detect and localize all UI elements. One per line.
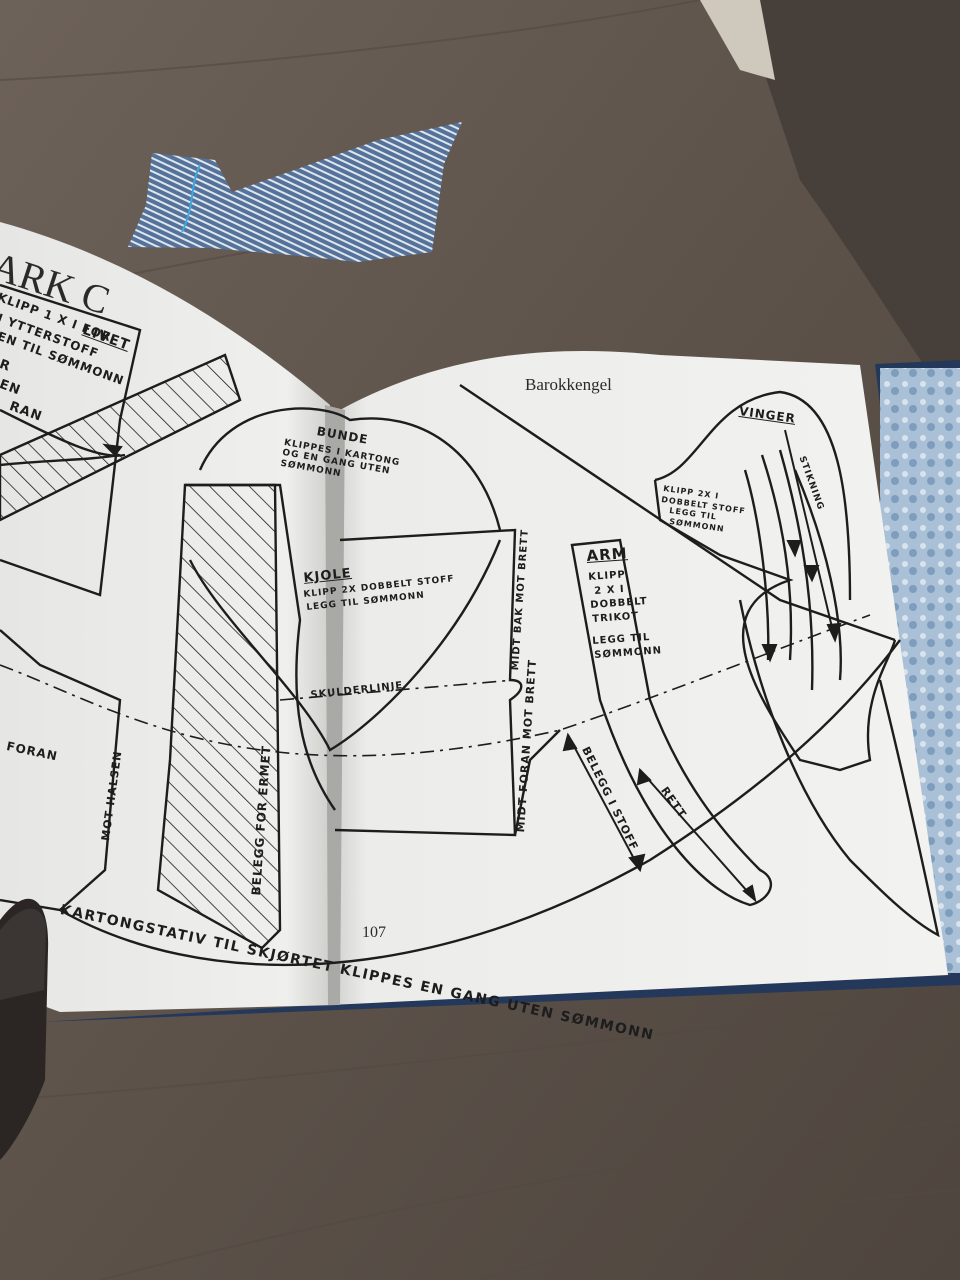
right-page-pattern [459, 384, 940, 938]
denim-swatch [128, 122, 462, 262]
right-page [330, 350, 948, 1005]
camera-strap [0, 908, 46, 1000]
door-frame [700, 0, 775, 80]
skirt-curve [59, 639, 901, 966]
left-page-pattern [0, 283, 523, 950]
right-page-header: Barokkengel [525, 375, 612, 394]
label-arm-title: ARM [585, 544, 629, 565]
grain-arrows [102, 429, 842, 903]
spine-shadow [325, 405, 345, 1005]
page-number: 107 [362, 924, 386, 941]
denim-thread [181, 164, 201, 233]
floor-area [740, 0, 960, 420]
center-dash-line [0, 614, 871, 757]
skulder-dash-line [279, 679, 516, 701]
label-arm-note-1: 2 X I [594, 583, 626, 597]
